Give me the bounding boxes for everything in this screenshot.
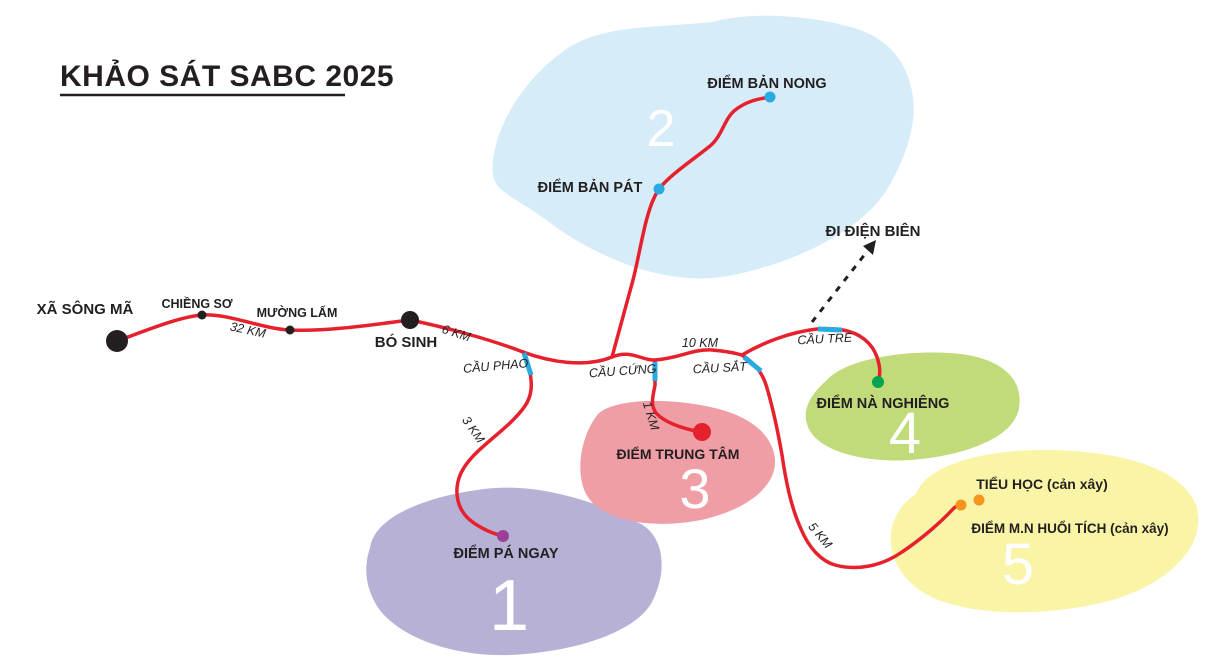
- dot-diem-na-nghieng: [872, 376, 884, 388]
- zone-2-area: [492, 15, 914, 279]
- dien-bien-arrowhead-icon: [863, 240, 876, 255]
- dot-diem-ban-nong: [764, 91, 776, 103]
- dot-diem-mn-huoi-tich: [955, 499, 967, 511]
- zone-1-number: 1: [489, 566, 529, 646]
- label-di-dien-bien: ĐI ĐIỆN BIÊN: [825, 222, 920, 240]
- dot-xa-song-ma: [106, 330, 128, 352]
- road-to-zone-4: [740, 326, 882, 384]
- label-chieng-so: CHIỀNG SƠ: [161, 296, 232, 311]
- label-tieu-hoc: TIỂU HỌC (cản xây): [976, 475, 1107, 492]
- road-to-zone-1: [455, 350, 534, 538]
- page-title: KHẢO SÁT SABC 2025: [60, 59, 394, 93]
- label-diem-pa-ngay: ĐIỂM PÁ NGAY: [453, 544, 558, 562]
- label-distance-32km: 32 KM: [229, 319, 268, 340]
- zone-5-area: [890, 449, 1199, 613]
- dot-tieu-hoc: [973, 494, 985, 506]
- label-bo-sinh: BÓ SINH: [375, 333, 438, 351]
- bridge-cau-sat: [742, 355, 763, 373]
- dien-bien-dashed-route: [810, 248, 871, 323]
- zone-3-number: 3: [679, 457, 710, 520]
- zone-3-area: [580, 400, 776, 524]
- bridge-cau-phao: [521, 352, 534, 376]
- label-cau-phao: CẦU PHAO: [462, 355, 529, 376]
- zone-4-number: 4: [889, 401, 921, 466]
- label-diem-mn-huoi-tich: ĐIỂM M.N HUỔI TÍCH (cản xây): [971, 521, 1168, 536]
- label-diem-ban-nong: ĐIỂM BẢN NONG: [707, 74, 826, 92]
- label-cau-tre: CẦU TRE: [797, 330, 853, 348]
- label-distance-3km: 3 KM: [459, 414, 488, 446]
- road-bo-sinh-to-junction: [408, 318, 744, 365]
- label-muong-lam: MƯỜNG LẤM: [257, 305, 338, 320]
- road-west-main: [115, 313, 412, 343]
- road-to-zone-3: [650, 358, 698, 433]
- dot-chieng-so: [197, 310, 207, 320]
- dot-bo-sinh: [401, 311, 419, 329]
- zone-5-number: 5: [1002, 532, 1034, 597]
- dot-diem-trung-tam: [693, 423, 711, 441]
- label-diem-ban-pat: ĐIỂM BẢN PÁT: [538, 178, 643, 196]
- zone-1-area: [366, 487, 662, 656]
- dot-muong-lam: [285, 325, 295, 335]
- label-distance-6km: 6 KM: [440, 322, 473, 345]
- label-diem-na-nghieng: ĐIỂM NÀ NGHIÊNG: [817, 394, 950, 412]
- label-distance-10km: 10 KM: [682, 336, 719, 350]
- dot-diem-ban-pat: [653, 183, 665, 195]
- label-cau-sat: CẦU SẮT: [692, 359, 748, 377]
- zone-2-number: 2: [647, 100, 676, 158]
- label-diem-trung-tam: ĐIỂM TRUNG TÂM: [617, 445, 740, 462]
- label-xa-song-ma: XÃ SÔNG MÃ: [37, 300, 134, 318]
- label-cau-cung: CẦU CỨNG: [588, 361, 657, 381]
- road-to-zone-5: [740, 353, 963, 570]
- zone-4-area: [805, 352, 1020, 461]
- bridge-cau-tre: [817, 326, 843, 333]
- dot-diem-pa-ngay: [497, 530, 509, 542]
